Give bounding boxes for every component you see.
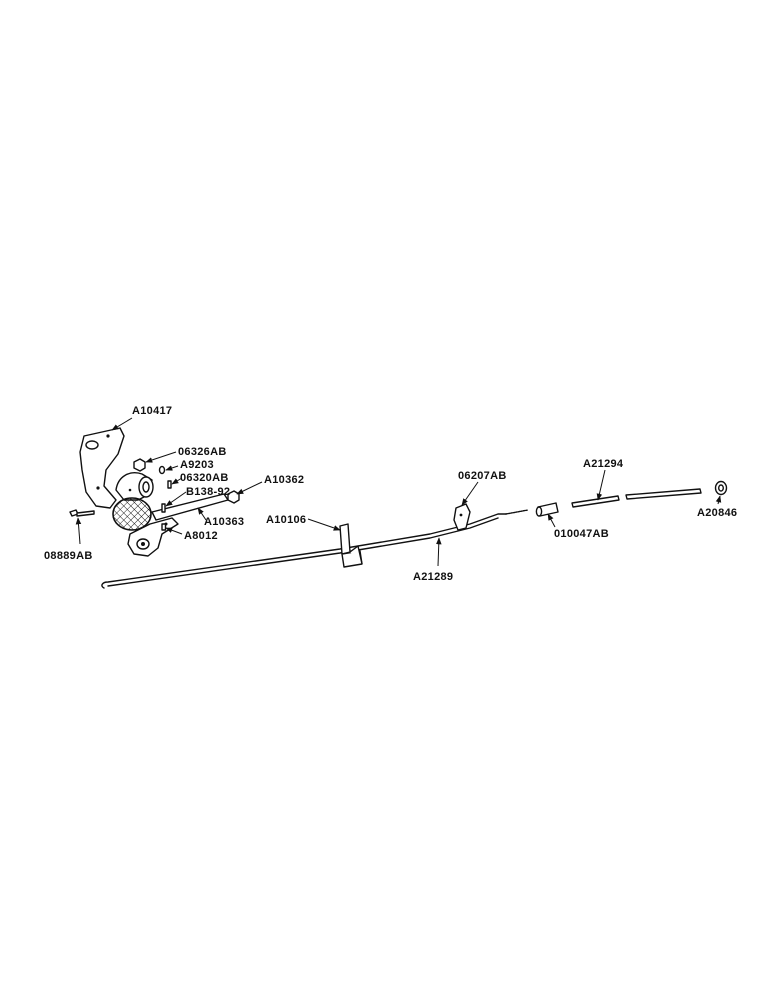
bolt-08889ab bbox=[69, 509, 95, 517]
pin-06320ab bbox=[167, 480, 172, 489]
nut-a20846 bbox=[714, 480, 728, 496]
label-a10362: A10362 bbox=[264, 474, 304, 486]
label-a9203: A9203 bbox=[180, 459, 214, 471]
part-labels: A10417 06326AB A9203 06320AB B138-92 A10… bbox=[44, 405, 737, 583]
housing bbox=[115, 472, 154, 501]
clip-06207ab bbox=[453, 503, 471, 531]
rods-a21294 bbox=[571, 488, 702, 508]
pin-b138-92 bbox=[161, 503, 166, 513]
leader-lines bbox=[75, 417, 722, 567]
bracket-a10106 bbox=[339, 523, 363, 568]
label-a21289: A21289 bbox=[413, 571, 453, 583]
label-a20846: A20846 bbox=[697, 507, 737, 519]
stud-a8012 bbox=[161, 523, 167, 531]
nut-06326ab bbox=[133, 458, 146, 472]
label-a10106: A10106 bbox=[266, 514, 306, 526]
label-06207ab: 06207AB bbox=[458, 470, 507, 482]
label-b138-92: B138-92 bbox=[186, 486, 230, 498]
sleeve-010047ab bbox=[535, 502, 559, 517]
label-a10363: A10363 bbox=[204, 516, 244, 528]
label-a21294: A21294 bbox=[583, 458, 624, 470]
label-a8012: A8012 bbox=[184, 530, 218, 542]
label-06326ab: 06326AB bbox=[178, 446, 227, 458]
label-010047ab: 010047AB bbox=[554, 528, 609, 540]
washer-a9203 bbox=[158, 465, 166, 475]
rod-a21289 bbox=[101, 509, 529, 589]
nut-a10362 bbox=[227, 490, 240, 504]
label-06320ab: 06320AB bbox=[180, 472, 229, 484]
bracket-a10417 bbox=[79, 427, 125, 509]
label-08889ab: 08889AB bbox=[44, 550, 93, 562]
mesh-screen bbox=[112, 497, 152, 531]
label-a10417: A10417 bbox=[132, 405, 172, 417]
